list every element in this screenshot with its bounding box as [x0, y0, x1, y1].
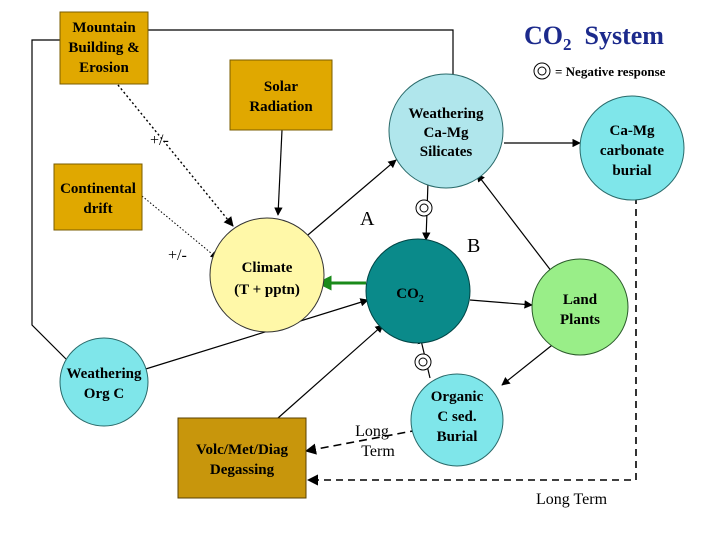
edge-mountain-to-weathering-org — [31, 39, 73, 366]
label-loop-A: A — [360, 208, 375, 230]
label-plus-minus-mountain: +/- — [150, 132, 169, 149]
edge-solar-to-climate — [274, 129, 283, 216]
edge-plants-to-silicates — [476, 173, 553, 273]
legend: = Negative response — [533, 62, 666, 80]
edge-org-weathering-to-co2 — [135, 298, 369, 373]
edge-co2-to-land-plants — [469, 299, 533, 309]
edge-organic-burial-to-volc — [304, 429, 419, 455]
edge-continental-to-climate — [141, 195, 218, 259]
negative-response-marker-organic — [414, 353, 432, 371]
diagram-title: CO2 System — [524, 21, 664, 54]
edge-climate-to-weathering-silicates — [301, 159, 397, 241]
edge-mountain-to-climate — [117, 84, 234, 227]
edge-plants-to-organic-burial — [501, 341, 557, 386]
edge-volc-to-co2 — [277, 324, 384, 419]
node-co2: CO2 — [365, 238, 471, 344]
label-long-term-carbonate: Long Term — [536, 491, 608, 508]
label-loop-B: B — [467, 235, 480, 257]
svg-text:Climate(T + pptn): Climate(T + pptn) — [234, 260, 300, 298]
node-climate: Climate(T + pptn) — [209, 217, 325, 333]
label-plus-minus-continental: +/- — [168, 247, 187, 264]
edge-mountain-to-weathering-silicates — [147, 29, 458, 85]
negative-response-marker-silicates — [415, 199, 433, 217]
legend-text: = Negative response — [555, 64, 666, 79]
co2-label: CO2 — [396, 286, 424, 305]
edge-carbonate-to-volc — [306, 197, 637, 486]
double-circle-icon — [533, 62, 551, 80]
